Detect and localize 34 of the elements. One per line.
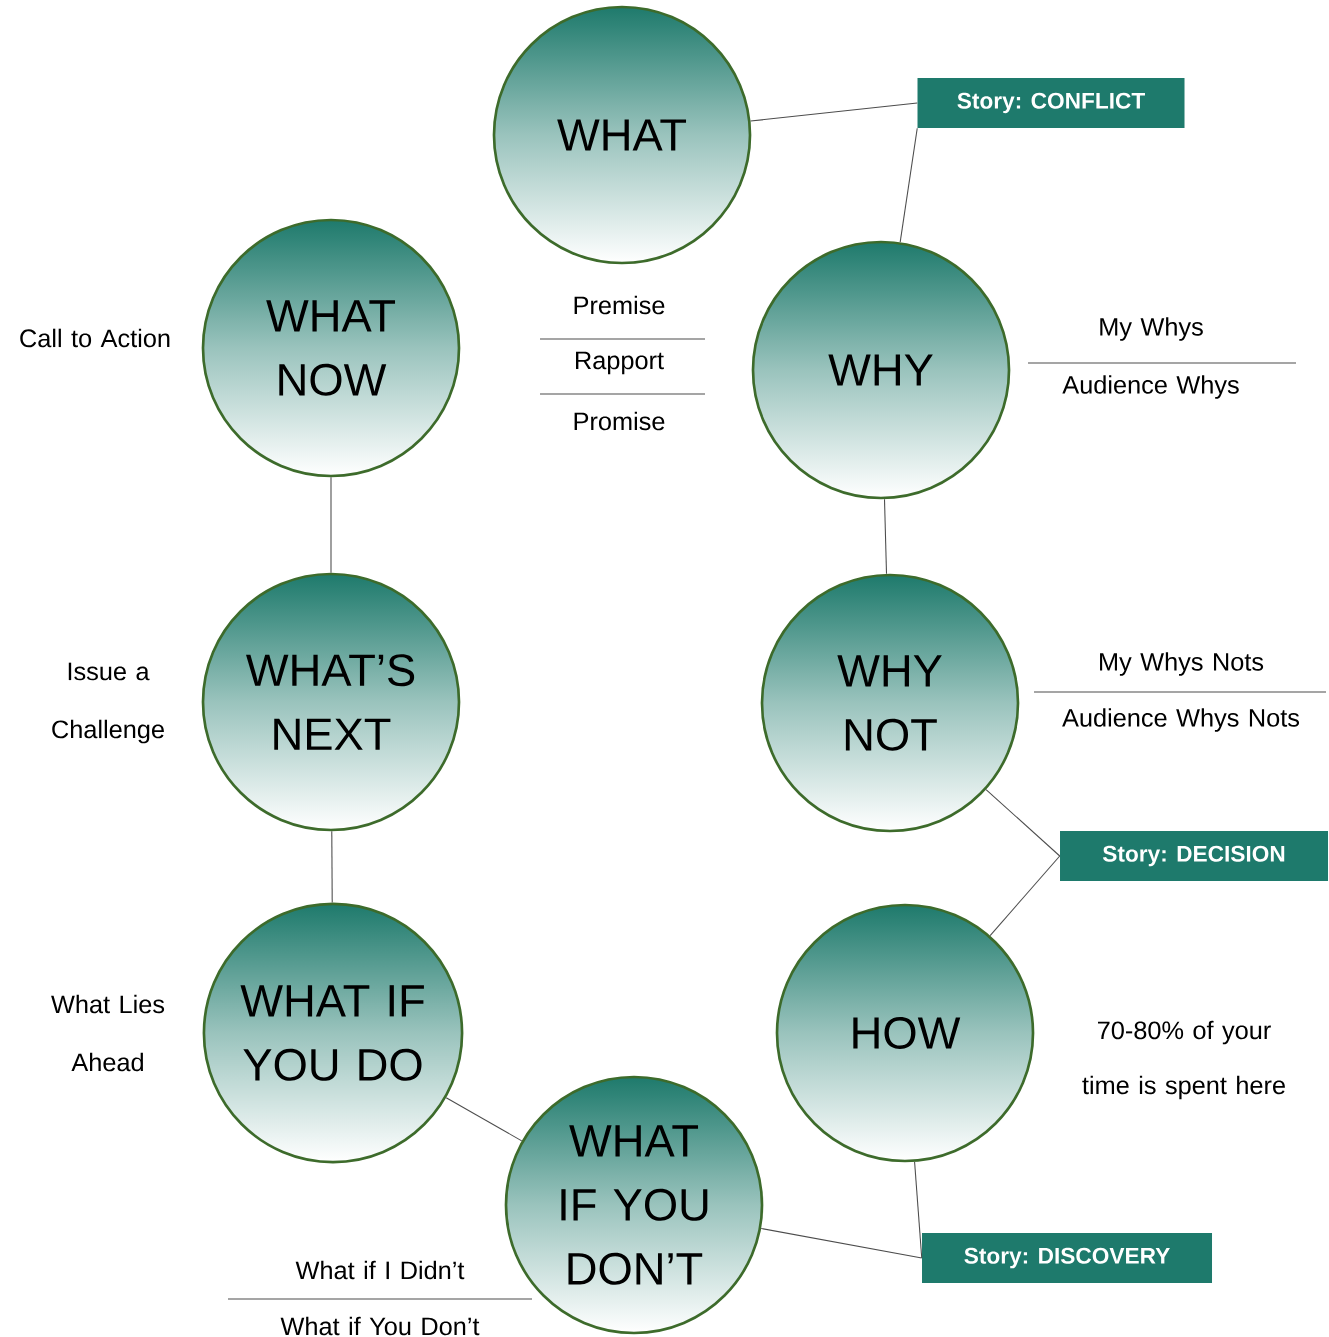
circle-node: WHY NOT [760, 573, 1020, 833]
side-label: Call to Action [20, 328, 170, 348]
story-box: Story: DECISION [1060, 831, 1328, 881]
circle-node: WHAT IF YOU DO [202, 902, 464, 1164]
connector-line [883, 498, 888, 575]
connector-line [750, 102, 918, 122]
side-label: What if I Didn’t [295, 1260, 465, 1280]
side-label: My Whys [1100, 317, 1203, 341]
circle-node: WHAT NOW [201, 218, 461, 478]
side-label: My Whys Nots [1100, 652, 1264, 676]
side-label: Audience Whys Nots [1062, 708, 1300, 732]
side-label: Premise [574, 295, 665, 315]
connector-line [989, 855, 1061, 937]
connector-line [914, 1161, 923, 1259]
circle-node: WHAT’S NEXT [201, 572, 461, 832]
side-label: What Lies Ahead [51, 994, 165, 1072]
connector-line [330, 476, 332, 574]
side-label: Rapport [576, 351, 664, 375]
connector-line [331, 830, 333, 904]
connector-line [760, 1227, 923, 1259]
side-label: 70-80% of your time is spent here [1082, 1020, 1285, 1100]
side-label: Issue a Challenge [52, 662, 164, 744]
circle-node: HOW [775, 903, 1035, 1163]
side-label: What if You Don’t [280, 1316, 480, 1336]
circle-node: WHAT IF YOU DON’T [504, 1075, 764, 1335]
circle-node: WHY [751, 240, 1011, 500]
connector-line [899, 127, 918, 243]
circle-node: WHAT [492, 5, 752, 265]
story-box: Story: CONFLICT [917, 78, 1185, 128]
story-box: Story: DISCOVERY [922, 1233, 1212, 1283]
side-label: Audience Whys [1062, 375, 1239, 399]
connector-line [445, 1097, 523, 1142]
side-label: Promise [574, 411, 665, 431]
connector-line [985, 789, 1061, 857]
